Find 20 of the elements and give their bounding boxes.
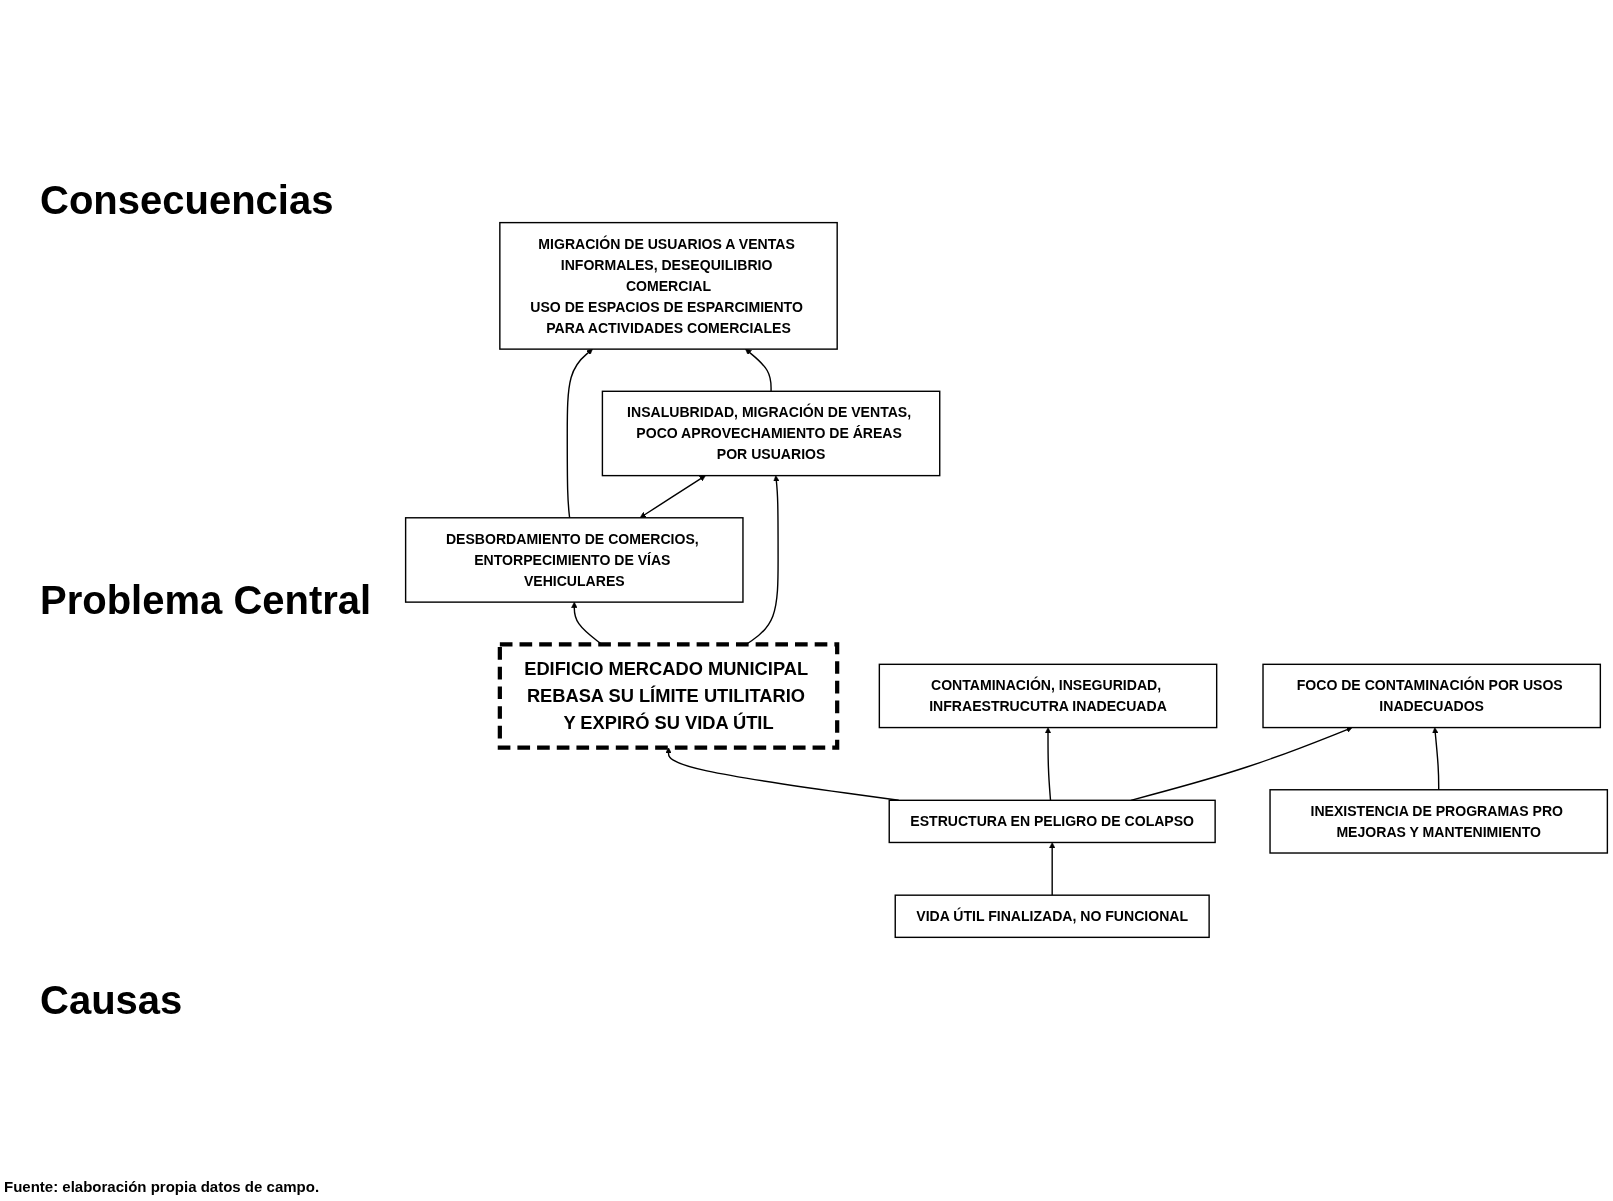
arrow (745, 348, 772, 392)
arrow (1044, 727, 1052, 802)
arrow (1049, 842, 1056, 896)
node-box: MIGRACIÓN DE USUARIOS A VENTAS INFORMALES, DESEQUILIBRIO COMERCIAL USO DE ESPACIOS DE ESPARCIMIENTO PARA ACTIVIDADES COMERCIALES (499, 221, 838, 350)
section-heading: Consecuencias (40, 177, 335, 223)
arrow (1130, 726, 1353, 802)
section-heading: Problema Central (40, 578, 373, 623)
caption: Fuente: elaboración propia datos de campo. (4, 1178, 320, 1195)
arrow (566, 348, 593, 519)
arrow (1432, 727, 1440, 791)
node-box: CONTAMINACIÓN, INSEGURIDAD, INFRAESTRUCUTRA INADECUADA (878, 663, 1218, 729)
node-box: INEXISTENCIA DE PROGRAMAS PRO MEJORAS Y MANTENIMIENTO (1269, 789, 1609, 854)
node-box: INSALUBRIDAD, MIGRACIÓN DE VENTAS, POCO APROVECHAMIENTO DE ÁREAS POR USUARIOS (601, 390, 941, 477)
node-box: ESTRUCTURA EN PELIGRO DE COLAPSO (888, 799, 1216, 844)
node-box: DESBORDAMIENTO DE COMERCIOS, ENTORPECIMIENTO DE VÍAS VEHICULARES (404, 517, 744, 603)
section-heading: Causas (40, 978, 184, 1024)
arrow (639, 475, 706, 518)
node-box: EDIFICIO MERCADO MUNICIPAL REBASA SU LÍMITE UTILITARIO Y EXPIRÓ SU VIDA ÚTIL (497, 642, 840, 750)
node-box: FOCO DE CONTAMINACIÓN POR USOS INADECUADOS (1262, 663, 1602, 729)
node-box: VIDA ÚTIL FINALIZADA, NO FUNCIONAL (894, 894, 1210, 939)
